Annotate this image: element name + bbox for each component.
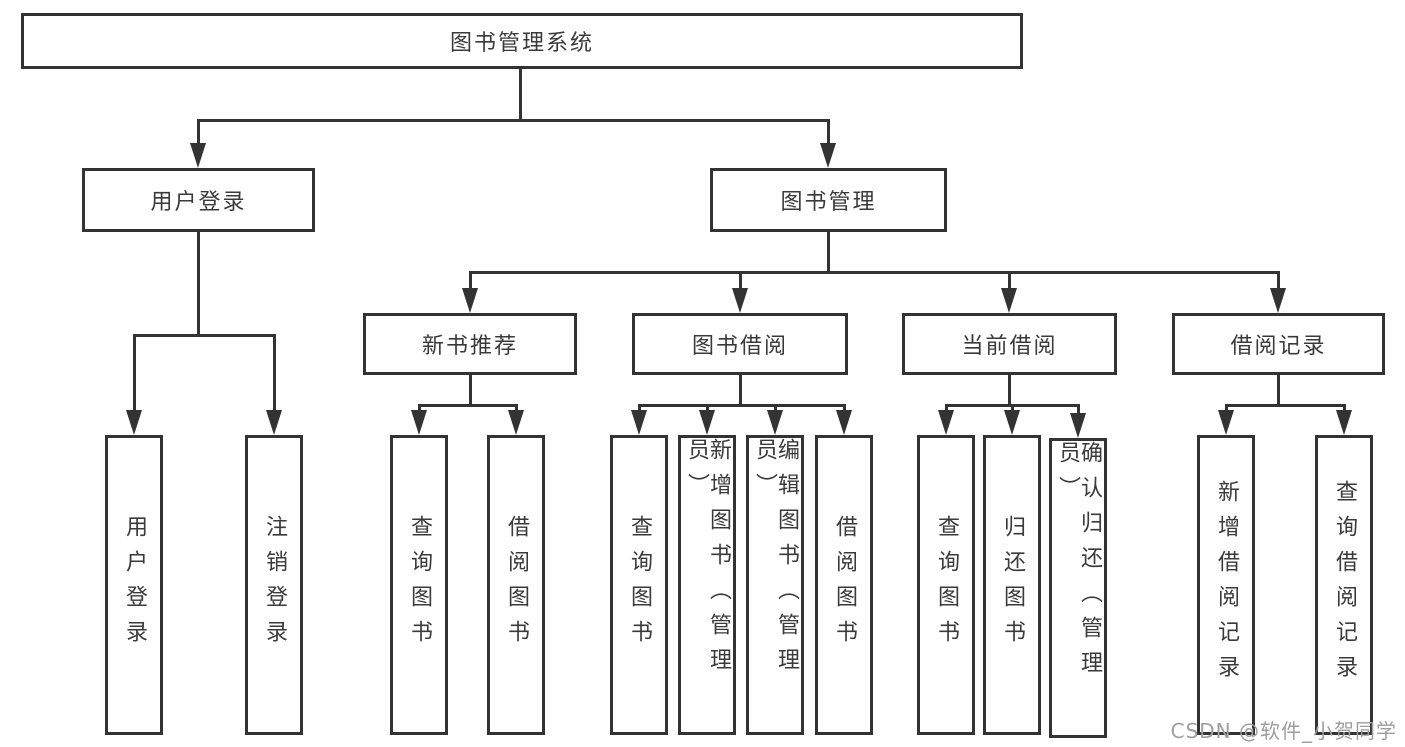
connector-current-stub (1008, 375, 1011, 406)
node-new-book-recommend: 新书推荐 (363, 313, 577, 375)
leaf-query-books-newbooks: 查询图书 (390, 435, 448, 735)
node-current-borrow-label: 当前借阅 (961, 334, 1058, 359)
leaf-query-books-current: 查询图书 (917, 435, 975, 735)
arrowhead-g4-2 (1004, 410, 1020, 435)
connector-g5-stem-1 (1225, 404, 1228, 412)
node-current-borrow: 当前借阅 (902, 313, 1117, 375)
connector-g5-stem-2 (1343, 404, 1346, 412)
leaf-borrow-books-newbooks-label: 借阅图书 (504, 515, 529, 655)
connector-user-login-stub (197, 232, 200, 336)
connector-leaf-login-stem (133, 334, 136, 412)
connector-g4-stem-1 (945, 404, 948, 412)
leaf-confirm-return-admin: 确认归还（管理员） (1049, 438, 1107, 738)
connector-records-rail (1225, 404, 1346, 407)
arrowhead-g4-3 (1070, 413, 1086, 438)
leaf-add-borrow-record-label: 新增借阅记录 (1214, 480, 1239, 690)
node-user-login: 用户登录 (82, 168, 315, 232)
node-new-book-recommend-label: 新书推荐 (421, 334, 518, 359)
arrowhead-records (1270, 288, 1286, 313)
connector-g4-stem-3 (1077, 404, 1080, 415)
leaf-query-borrow-record-label: 查询借阅记录 (1332, 480, 1357, 690)
connector-g2-stem-2 (515, 404, 518, 412)
connector-borrowing-rail (638, 404, 846, 407)
arrowhead-leaf-logout (266, 410, 282, 435)
connector-records-stub (1277, 375, 1280, 406)
arrowhead-leaf-login (126, 410, 142, 435)
leaf-query-books-borrowing: 查询图书 (610, 435, 668, 735)
connector-level2-rail (197, 119, 830, 122)
leaf-edit-book-admin: 编辑图书（管理员） (746, 435, 804, 735)
arrowhead-g3-1 (631, 410, 647, 435)
connector-records-stem (1277, 271, 1280, 290)
connector-new-books-stub (469, 375, 472, 406)
connector-book-mgmt-stub (827, 232, 830, 273)
leaf-query-books-current-label: 查询图书 (934, 515, 959, 655)
arrowhead-current (1001, 288, 1017, 313)
leaf-confirm-return-admin-label: 确认归还（管理员） (1055, 441, 1102, 686)
connector-user-login-stem (197, 119, 200, 145)
connector-borrowing-stub (739, 375, 742, 406)
node-book-borrow: 图书借阅 (632, 313, 848, 375)
leaf-query-borrow-record: 查询借阅记录 (1315, 435, 1373, 735)
arrowhead-g2-1 (411, 410, 427, 435)
leaf-borrow-books-newbooks: 借阅图书 (487, 435, 545, 735)
arrowhead-g2-2 (508, 410, 524, 435)
leaf-return-books: 归还图书 (983, 435, 1041, 735)
leaf-user-login: 用户登录 (105, 435, 163, 735)
leaf-logout: 注销登录 (245, 435, 303, 735)
csdn-watermark: CSDN @软件_小贺同学 (1170, 719, 1397, 743)
arrowhead-g3-4 (836, 410, 852, 435)
arrowhead-g5-1 (1218, 410, 1234, 435)
leaf-query-books-borrowing-label: 查询图书 (627, 515, 652, 655)
leaf-return-books-label: 归还图书 (1000, 515, 1025, 655)
arrowhead-user-login (190, 143, 206, 168)
arrowhead-new-books (462, 288, 478, 313)
leaf-add-book-admin: 新增图书（管理员） (678, 435, 736, 735)
node-library-system-label: 图书管理系统 (449, 31, 594, 56)
leaf-borrow-books-borrowing: 借阅图书 (815, 435, 873, 735)
leaf-add-book-admin-label: 新增图书（管理员） (684, 438, 731, 683)
node-book-management: 图书管理 (710, 168, 947, 232)
node-user-login-label: 用户登录 (150, 190, 247, 215)
node-book-borrow-label: 图书借阅 (691, 334, 788, 359)
arrowhead-book-mgmt (820, 143, 836, 168)
connector-new-books-stem (469, 271, 472, 290)
connector-g3-stem-1 (638, 404, 641, 412)
leaf-logout-label: 注销登录 (262, 515, 287, 655)
connector-user-login-rail (133, 334, 275, 337)
node-borrow-records: 借阅记录 (1172, 313, 1385, 375)
arrowhead-g4-1 (938, 410, 954, 435)
node-borrow-records-label: 借阅记录 (1230, 334, 1327, 359)
connector-g3-stem-4 (843, 404, 846, 412)
arrowhead-g5-2 (1336, 410, 1352, 435)
leaf-edit-book-admin-label: 编辑图书（管理员） (752, 438, 799, 683)
connector-leaf-logout-stem (273, 334, 276, 412)
connector-g3-stem-2 (706, 404, 709, 412)
arrowhead-g3-2 (699, 410, 715, 435)
connector-root-stub (519, 68, 522, 120)
leaf-add-borrow-record: 新增借阅记录 (1197, 435, 1255, 735)
connector-level3-rail (469, 271, 1279, 274)
arrowhead-borrowing (732, 288, 748, 313)
leaf-borrow-books-borrowing-label: 借阅图书 (832, 515, 857, 655)
connector-borrowing-stem (739, 271, 742, 290)
connector-new-books-rail (418, 404, 518, 407)
leaf-query-books-newbooks-label: 查询图书 (407, 515, 432, 655)
node-book-management-label: 图书管理 (780, 190, 877, 215)
connector-current-stem (1008, 271, 1011, 290)
connector-g3-stem-3 (774, 404, 777, 412)
connector-g2-stem-1 (418, 404, 421, 412)
leaf-user-login-label: 用户登录 (122, 515, 147, 655)
arrowhead-g3-3 (767, 410, 783, 435)
connector-book-mgmt-stem (827, 119, 830, 145)
node-library-system: 图书管理系统 (21, 13, 1023, 69)
connector-g4-stem-2 (1011, 404, 1014, 412)
